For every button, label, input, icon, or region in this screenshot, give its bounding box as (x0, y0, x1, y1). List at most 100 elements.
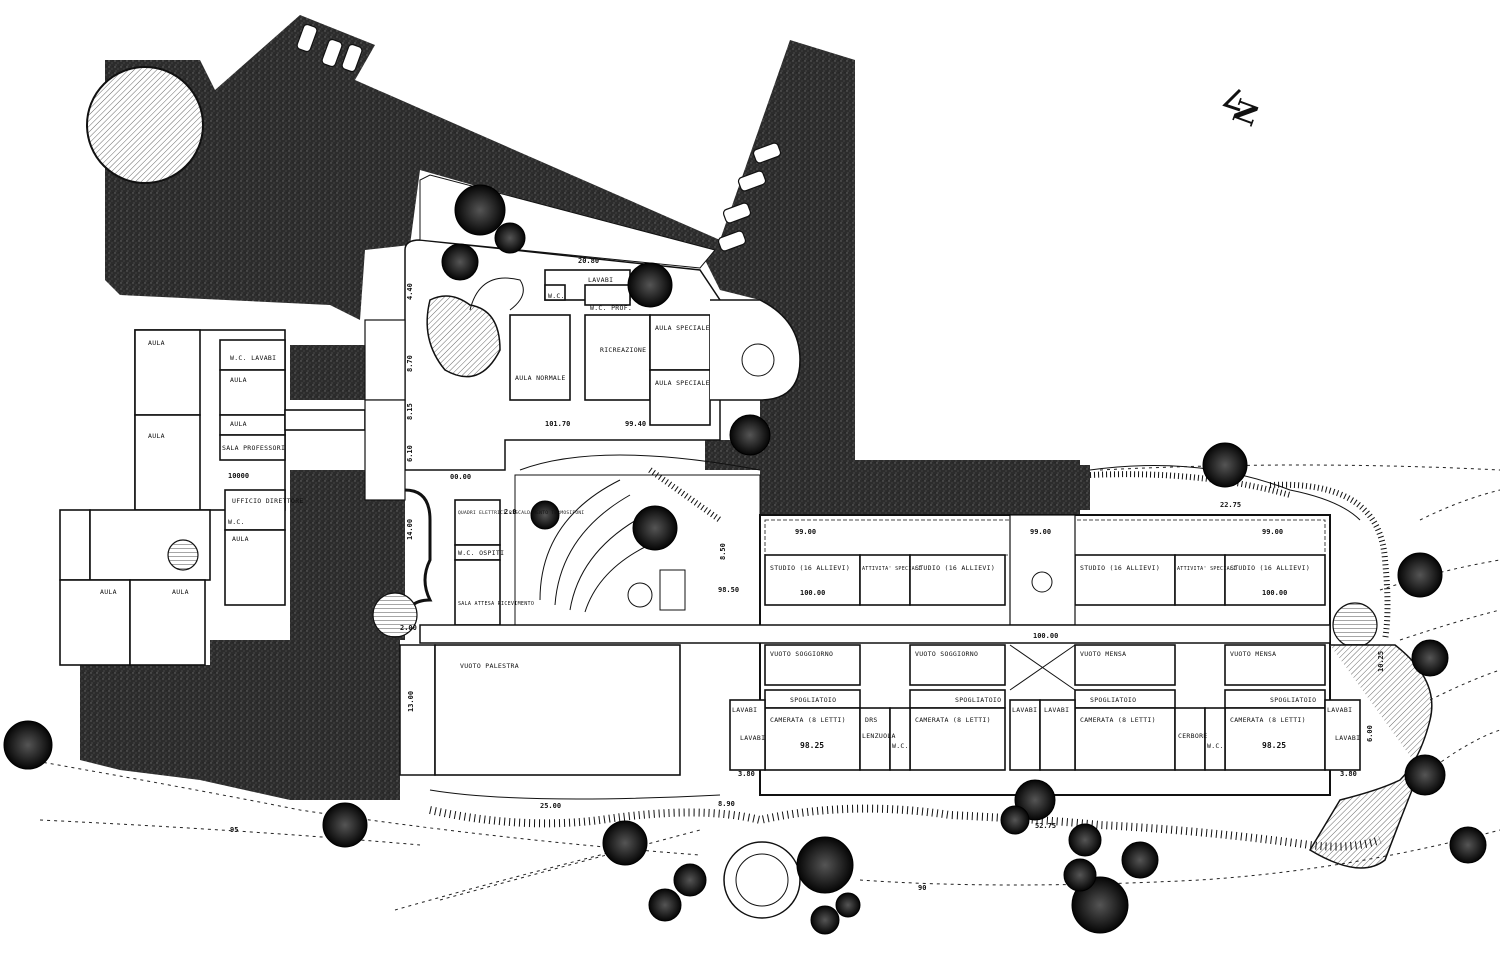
north-arrow: N (1222, 88, 1267, 130)
room-aula-normale (509, 314, 571, 401)
central-garden (514, 454, 761, 626)
room-vuoto-palestra (434, 644, 681, 776)
room-lenzuola (859, 707, 891, 771)
label-cerbore: CERBORE (1178, 732, 1208, 740)
level-labels: 10000 00.00 20.80 4.40 8.70 8.15 6.10 14… (228, 257, 1385, 892)
label-drs: DRS (865, 716, 878, 724)
room-vuoto-soggiorno-2 (909, 644, 1006, 686)
label-vuoto-mensa-2: VUOTO MENSA (1230, 650, 1276, 658)
label-aula-2: AULA (230, 376, 247, 384)
contour-90: 90 (918, 884, 926, 892)
label-wc-small: W.C. (228, 518, 245, 526)
label-lavabi-1: LAVABI (732, 706, 757, 714)
level-101-70: 101.70 (545, 420, 570, 428)
level-20-80: 20.80 (578, 257, 599, 265)
label-aula-speciale-1: AULA SPECIALE (655, 324, 710, 332)
room-labels: AULA W.C. LAVABI AULA AULA AULA SALA PRO… (100, 276, 1360, 750)
room-aula-speciale-1 (649, 314, 711, 371)
label-aula-normale: AULA NORMALE (515, 374, 566, 382)
room-aula-3 (219, 369, 286, 416)
label-lenzuola: LENZUOLA (862, 732, 896, 740)
level-3-80-a: 3.80 (738, 770, 755, 778)
label-aula-6: AULA (100, 588, 117, 596)
label-spogliatoio-1: SPOGLIATOIO (790, 696, 836, 704)
label-vuoto-mensa-1: VUOTO MENSA (1080, 650, 1126, 658)
label-vuoto-palestra: VUOTO PALESTRA (460, 662, 519, 670)
room-lavabi-1 (729, 699, 766, 771)
round-seating (723, 841, 801, 919)
label-ricreazione: RICREAZIONE (600, 346, 646, 354)
level-22-75: 22.75 (1220, 501, 1241, 509)
room-wc-prof (584, 284, 631, 306)
level-13-00: 13.00 (407, 691, 415, 712)
circular-planting-bed (86, 66, 204, 184)
label-studio-1: STUDIO (16 ALLIEVI) (770, 564, 850, 572)
label-aula-1: AULA (148, 339, 165, 347)
label-aula-5: AULA (232, 535, 249, 543)
level-10000-left: 10000 (228, 472, 249, 480)
label-quadri-elettrici: QUADRI ELETTRICI RISCALDAMENTO TERMOSIFO… (458, 510, 584, 516)
room-studio-1 (764, 554, 861, 606)
label-lavabi-4: LAVABI (1327, 706, 1352, 714)
parking-cars (296, 23, 782, 252)
level-25-00: 25.00 (540, 802, 561, 810)
label-studio-4: STUDIO (16 ALLIEVI) (1230, 564, 1310, 572)
room-attivita-2 (1174, 554, 1226, 606)
level-98-25-a: 98.25 (800, 741, 824, 750)
spiral-stair (167, 539, 199, 571)
label-aula-speciale-2: AULA SPECIALE (655, 379, 710, 387)
label-spogliatoio-3: SPOGLIATOIO (1090, 696, 1136, 704)
room-camerata-2 (909, 707, 1006, 771)
level-98-25-b: 98.25 (1262, 741, 1286, 750)
room-lavabi-2 (1009, 699, 1041, 771)
level-52-75: 52.75 (1035, 822, 1056, 830)
level-8-50: 8.50 (719, 543, 727, 560)
west-classroom-block (59, 329, 366, 666)
level-2-00: 2.00 (400, 624, 417, 632)
level-100-00-s1: 100.00 (800, 589, 825, 597)
room-studio-3 (1074, 554, 1176, 606)
label-sala-professori: SALA PROFESSORI (222, 444, 285, 452)
label-spogliatoio-4: SPOGLIATOIO (1270, 696, 1316, 704)
label-vuoto-soggiorno-1: VUOTO SOGGIORNO (770, 650, 833, 658)
paved-ground (80, 15, 1090, 800)
label-sala-ricevimento: SALA ATTESA RICEVIMENTO (458, 601, 534, 607)
room-wc-d1 (889, 707, 911, 771)
east-terrace (1308, 644, 1433, 869)
level-8-90: 8.90 (718, 800, 735, 808)
level-98-50: 98.50 (718, 586, 739, 594)
level-14-00: 14.00 (406, 519, 414, 540)
room-aula-7 (129, 579, 206, 666)
label-studio-3: STUDIO (16 ALLIEVI) (1080, 564, 1160, 572)
level-6-10: 6.10 (406, 445, 414, 462)
north-label: N (1227, 95, 1267, 130)
level-3-80-b: 3.80 (1340, 770, 1357, 778)
label-vuoto-soggiorno-2: VUOTO SOGGIORNO (915, 650, 978, 658)
level-99-40: 99.40 (625, 420, 646, 428)
label-studio-2: STUDIO (16 ALLIEVI) (915, 564, 995, 572)
room-ufficio-direttore (224, 489, 286, 531)
label-aula-4: AULA (230, 420, 247, 428)
label-attivita-1: ATTIVITA' SPECIALI (862, 566, 922, 572)
label-camerata-4: CAMERATA (8 LETTI) (1230, 716, 1306, 724)
garden-path (429, 804, 1382, 851)
label-camerata-1: CAMERATA (8 LETTI) (770, 716, 846, 724)
room-aula-1 (134, 329, 201, 416)
level-99-00-b: 99.00 (1030, 528, 1051, 536)
room-sala-ricevimento (454, 559, 501, 626)
contour-95: 95 (230, 826, 238, 834)
level-100-00-corridor: 100.00 (1033, 632, 1058, 640)
label-spogliatoio-2: SPOGLIATOIO (955, 696, 1001, 704)
label-wc-top: W.C. (548, 292, 565, 300)
room-quadri-elettrici (454, 499, 501, 546)
room-lavabi-4 (1324, 699, 1361, 771)
trees (3, 184, 1487, 935)
room-aula-2 (134, 414, 201, 511)
label-camerata-3: CAMERATA (8 LETTI) (1080, 716, 1156, 724)
room-attivita-1 (859, 554, 911, 606)
level-10-25: 10.25 (1377, 651, 1385, 672)
level-2-0: 2.0 (504, 508, 517, 516)
level-99-00-a: 99.00 (795, 528, 816, 536)
label-lavabi-2: LAVABI (1012, 706, 1037, 714)
